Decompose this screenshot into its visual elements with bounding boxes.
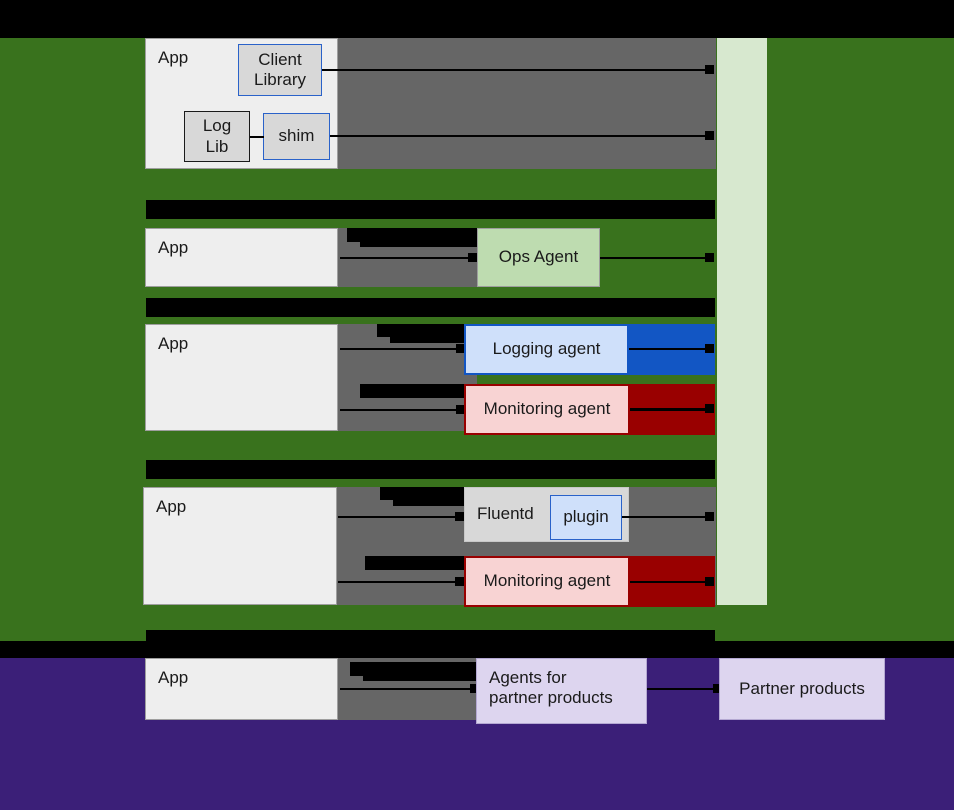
mid-black-band [0,641,954,658]
shim-to-destination-connector [330,135,709,137]
row3-monitoring-arrowhead [456,405,465,414]
row3-app-box: App [145,324,338,431]
logging-agent-to-destination-connector [629,348,709,350]
row5-app-box: App [145,658,338,720]
row4-app-label: App [156,497,187,516]
redaction-bar-4b [390,334,477,343]
plugin-box: plugin [550,495,622,540]
row3-app-to-logging-connector [340,348,468,350]
client-library-arrowhead [705,65,714,74]
row1-gray-strip [337,38,716,169]
shim-arrowhead [705,131,714,140]
client-library-label: Client Library [254,49,306,89]
opsagent-to-destination-connector [600,257,709,259]
partner-products-arrowhead [713,684,722,693]
row4-app-to-fluentd-connector [338,516,464,518]
row5-app-to-partner-agents-connector [340,688,474,690]
row4-monitoring-arrowhead [455,577,464,586]
row2-app-to-opsagent-connector [340,257,474,259]
row5-app-arrowhead [470,684,479,693]
redaction-bar-5 [360,384,477,398]
redaction-bar-10b [363,672,477,681]
row2-app-box: App [145,228,338,287]
fluentd-label: Fluentd [477,504,534,524]
plugin-arrowhead [705,512,714,521]
monitoring-agent-box: Monitoring agent [464,384,630,435]
redaction-bar-9 [146,630,715,642]
client-library-to-destination-connector [322,69,709,71]
row5-app-label: App [158,668,189,687]
row3-app-to-monitoring-connector [340,409,468,411]
monitoring-agent-to-destination-connector [630,408,710,411]
redaction-bar-6 [146,460,715,479]
row3-logging-arrowhead [456,344,465,353]
redaction-bar-3 [146,298,715,317]
partner-agents-to-partner-products-connector [647,688,719,690]
loglib-to-shim-connector [250,136,264,138]
shim-box: shim [263,113,330,160]
log-lib-box: Log Lib [184,111,250,162]
redaction-bar-7 [380,487,477,500]
monitoring-agent-2-label: Monitoring agent [483,571,611,591]
top-black-band [0,0,954,38]
redaction-bar-7b [393,497,477,506]
agents-for-partner-products-box: Agents for partner products [476,658,647,724]
shim-label: shim [278,126,315,146]
row4-fluentd-arrowhead [455,512,464,521]
client-library-box: Client Library [238,44,322,96]
logging-agent-arrowhead [705,344,714,353]
row3-app-label: App [158,334,189,353]
monitoring-agent-2-box: Monitoring agent [464,556,630,607]
row2-app-arrowhead [468,253,477,262]
redaction-bar-8 [365,556,477,570]
plugin-to-destination-connector [622,516,709,518]
ops-agent-label: Ops Agent [498,247,579,267]
row1-app-label: App [158,48,189,67]
monitoring-agent-arrowhead [705,404,714,413]
monitoring-agent-2-to-destination-connector [630,581,709,583]
monitoring-agent-label: Monitoring agent [483,399,611,419]
redaction-bar-2b [360,238,477,247]
redaction-bar-1b [146,205,268,219]
row2-app-label: App [158,238,189,257]
redaction-bar-6b [146,465,270,479]
partner-products-box: Partner products [719,658,885,720]
opsagent-arrowhead [705,253,714,262]
redaction-bar-1 [146,200,715,219]
monitoring-agent-2-arrowhead [705,577,714,586]
redaction-bar-4 [377,324,477,337]
log-lib-label: Log Lib [202,116,232,156]
plugin-label: plugin [563,507,609,527]
destination-column [717,38,767,605]
ops-agent-box: Ops Agent [477,228,600,287]
logging-agent-label: Logging agent [492,339,601,359]
agents-for-partner-products-label: Agents for partner products [489,668,613,708]
row4-app-box: App [143,487,337,605]
redaction-bar-3b [146,303,272,317]
partner-products-label: Partner products [739,678,865,698]
logging-agent-box: Logging agent [464,324,629,375]
row4-app-to-monitoring-connector [338,581,465,583]
